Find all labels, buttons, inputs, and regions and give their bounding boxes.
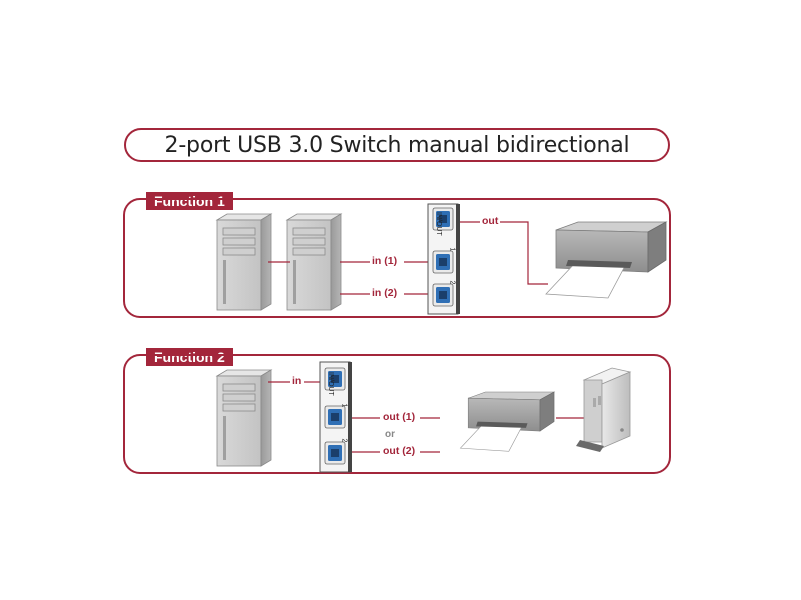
f2-port-inout-label: IN/OUT <box>327 372 334 396</box>
external-hdd-icon <box>576 367 632 452</box>
diagram-title: 2-port USB 3.0 Switch manual bidirection… <box>164 132 630 158</box>
function1-label: Function 1 <box>146 192 233 210</box>
title-box: 2-port USB 3.0 Switch manual bidirection… <box>124 128 670 162</box>
f1-port-1-label: 1 <box>448 247 456 252</box>
printer-icon <box>460 391 555 452</box>
usb-switch-icon <box>319 361 352 473</box>
function2-frame <box>123 354 671 474</box>
function1-frame <box>123 198 671 318</box>
pc-tower-icon <box>216 369 272 467</box>
pc-tower-icon <box>286 213 342 311</box>
f2-out1-label: out (1) <box>383 411 416 423</box>
f2-in-label: in <box>292 375 302 387</box>
f1-in2-label: in (2) <box>372 287 398 299</box>
pc-tower-icon <box>216 213 272 311</box>
f1-in1-label: in (1) <box>372 255 398 267</box>
f2-or-label: or <box>385 429 395 440</box>
f1-port-2-label: 2 <box>448 280 456 285</box>
function2-label: Function 2 <box>146 348 233 366</box>
f2-port-1-label: 1 <box>340 403 348 408</box>
usb-switch-icon <box>427 203 460 315</box>
f2-port-2-label: 2 <box>340 438 348 443</box>
f2-out2-label: out (2) <box>383 445 416 457</box>
printer-icon <box>545 221 667 299</box>
f1-port-inout-label: IN/OUT <box>435 212 442 236</box>
f1-out-label: out <box>482 215 499 227</box>
